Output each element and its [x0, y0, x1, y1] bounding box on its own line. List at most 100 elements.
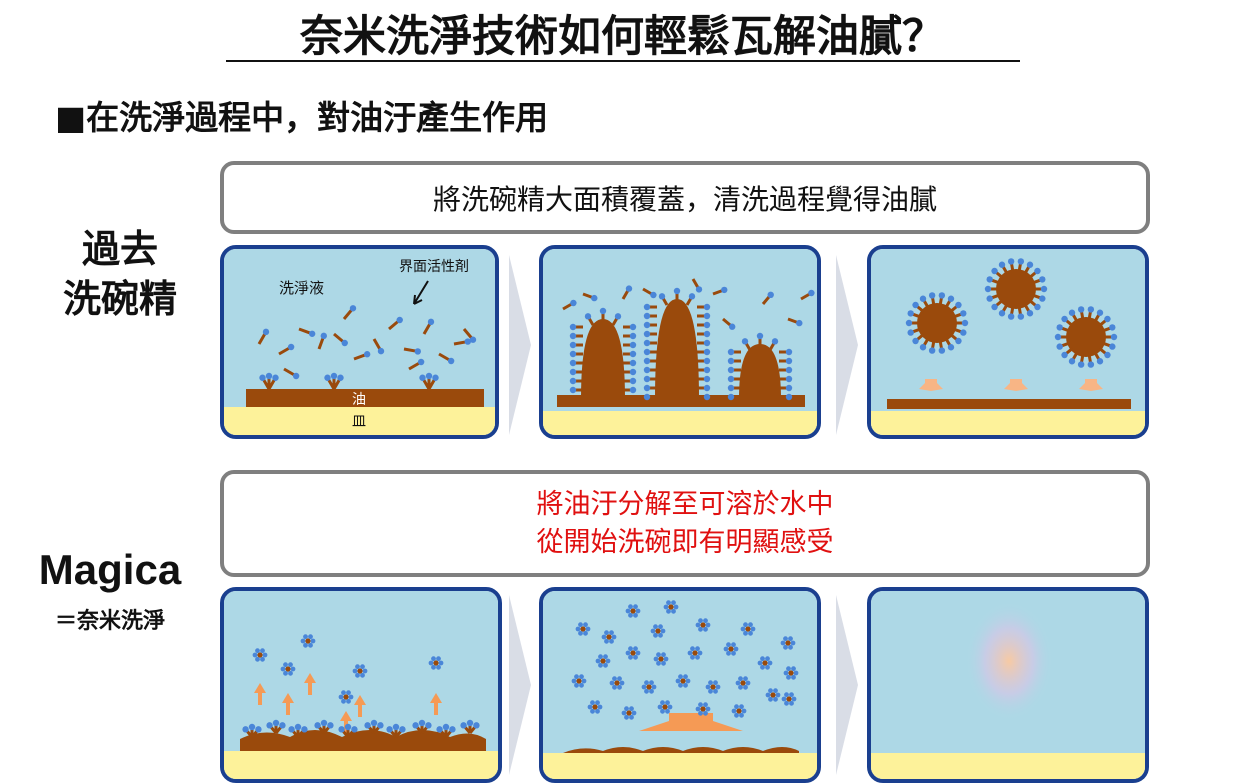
surfactant-head: [1077, 361, 1085, 368]
nano-head: [360, 664, 365, 670]
surfactant-head: [905, 319, 913, 327]
nano-head: [745, 680, 751, 686]
nano-head: [671, 600, 676, 606]
surfactant-head: [1056, 343, 1063, 350]
surfactant-head: [460, 722, 467, 729]
nano-core: [606, 634, 612, 640]
nano-core: [700, 622, 706, 628]
nano-head: [783, 636, 788, 642]
nano-head: [685, 678, 691, 684]
page-title: 奈米洗淨技術如何輕鬆瓦解油膩？: [300, 12, 945, 62]
nano-head: [624, 714, 629, 720]
nano-head: [624, 706, 629, 712]
panel-past-step1: 洗淨液 界面活性剤 油 皿: [220, 245, 499, 439]
nano-head: [308, 642, 313, 648]
nano-head: [768, 696, 773, 702]
nano-head: [348, 694, 354, 700]
row-label-past-line1: 過去: [81, 227, 158, 271]
nano-head: [660, 700, 665, 706]
nano-head: [784, 692, 789, 698]
surfactant-head: [703, 393, 711, 401]
nano-head: [629, 714, 634, 720]
nano-head: [605, 658, 611, 664]
nano-head: [705, 622, 711, 628]
surfactant-head: [947, 344, 955, 351]
lift-arrow-icon: [1004, 379, 1028, 391]
surfactant-head: [938, 292, 946, 299]
panel-past-step2: [539, 245, 821, 439]
surfactant-head: [262, 328, 270, 336]
nano-head: [738, 676, 743, 682]
surfactant-head: [364, 722, 371, 729]
nano-head: [678, 682, 683, 688]
surfactant-head: [727, 375, 735, 383]
nano-head: [735, 680, 741, 686]
nano-head: [760, 664, 765, 670]
oil-lump: [739, 344, 781, 399]
nano-head: [768, 688, 773, 694]
surfactant-head: [1034, 267, 1041, 275]
nano-head: [726, 650, 731, 656]
row-label-magica: Magica: [38, 546, 182, 593]
nano-head: [595, 708, 600, 714]
nano-head: [789, 700, 794, 706]
nano-head: [748, 622, 753, 628]
nano-head: [705, 684, 711, 690]
nano-head: [788, 636, 793, 642]
surfactant-head: [259, 374, 266, 381]
lift-arrow-icon: [919, 379, 943, 391]
surfactant-head: [569, 359, 577, 367]
nano-head: [310, 638, 316, 644]
nano-head: [625, 650, 631, 656]
nano-head: [436, 656, 441, 662]
nano-head: [355, 664, 360, 670]
nano-head: [733, 646, 739, 652]
nano-head: [653, 632, 658, 638]
nano-head: [635, 608, 641, 614]
nano-core: [786, 696, 792, 702]
nano-head: [581, 678, 587, 684]
nano-head: [773, 696, 778, 702]
surfactant-head: [427, 318, 435, 326]
nano-head: [660, 708, 665, 714]
nano-head: [338, 694, 344, 700]
nano-head: [723, 646, 729, 652]
surfactant-head: [320, 719, 328, 727]
surfactant-head: [591, 294, 598, 302]
nano-head: [657, 704, 663, 710]
surfactant-head: [287, 343, 295, 351]
nano-head: [603, 654, 608, 660]
nano-head: [255, 656, 260, 662]
nano-head: [765, 656, 770, 662]
surfactant-head: [991, 303, 998, 311]
surfactant-head: [695, 286, 703, 293]
surfactant-head: [960, 329, 967, 336]
surfactant-head: [785, 384, 793, 392]
surfactant-head: [1096, 309, 1104, 316]
nano-head: [595, 700, 600, 706]
surfactant-head: [1061, 351, 1068, 359]
nano-head: [574, 674, 579, 680]
caption-magica-line2: 從開始洗碗即有明顯感受: [536, 526, 834, 558]
nano-core: [736, 708, 742, 714]
surfactant-head: [272, 374, 279, 381]
surfactant-head: [473, 722, 480, 729]
nano-head: [666, 608, 671, 614]
surfactant-head: [569, 377, 577, 385]
nano-core: [700, 706, 706, 712]
panel-past-step3: [867, 245, 1149, 439]
row-label-nano: ＝奈米洗淨: [54, 609, 165, 634]
nano-core: [710, 684, 716, 690]
nano-head: [587, 704, 593, 710]
surfactant-head: [741, 338, 749, 345]
nano-head: [438, 660, 444, 666]
surfactant-head: [928, 292, 936, 299]
surfactant-head: [919, 295, 927, 302]
surfactant-head: [442, 723, 450, 731]
nano-head: [585, 626, 591, 632]
surfactant-head: [984, 285, 992, 293]
nano-core: [580, 626, 586, 632]
nano-head: [780, 640, 786, 646]
nano-head: [791, 666, 796, 672]
up-arrow-head: [430, 693, 442, 703]
